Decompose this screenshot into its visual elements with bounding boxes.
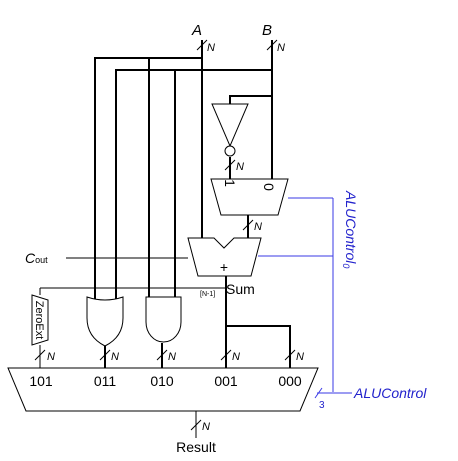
tick-b (266, 39, 278, 51)
width-sum-label: N (232, 351, 240, 363)
result-mux (7, 367, 319, 412)
inverter (211, 103, 249, 148)
inverter-bubble (224, 145, 236, 157)
width-a-label: N (207, 42, 215, 54)
result-mux-input-010: 010 (150, 373, 174, 389)
carry-out-label: Cout (25, 250, 48, 266)
width-and-label: N (168, 351, 176, 363)
tick-sum (220, 349, 232, 361)
width-inverter-label: N (236, 161, 244, 173)
tick-a (196, 39, 208, 51)
sum-label: Sum (226, 281, 255, 297)
result-mux-input-001: 001 (214, 373, 238, 389)
tick-mux-out (242, 219, 254, 231)
alu-control0-base: ALUControl (343, 190, 359, 264)
width-zeroext-label: N (47, 351, 55, 363)
control-width-label: 3 (319, 400, 325, 411)
tick-control (314, 387, 323, 399)
adder (187, 237, 262, 277)
width-or-label: N (111, 351, 119, 363)
tick-and (156, 349, 168, 361)
width-sum-msb-label: N (296, 351, 304, 363)
width-b-label: N (277, 42, 285, 54)
tick-result (190, 419, 202, 431)
input-b-label: B (262, 22, 272, 39)
mux2-input-1-label: 1 (222, 179, 238, 187)
adder-plus-label: + (220, 259, 228, 275)
result-mux-input-011: 011 (94, 373, 117, 389)
result-mux-input-101: 101 (29, 373, 53, 389)
zero-ext-block (31, 294, 49, 346)
tick-zeroext (34, 349, 46, 361)
bus-ticks (34, 39, 323, 431)
mux2 (210, 178, 289, 216)
width-mux-label: N (254, 221, 262, 233)
tick-inverter (224, 159, 236, 171)
msb-index-label: [N-1] (200, 291, 215, 298)
alu-control0-label: ALUControl0 (341, 190, 359, 268)
mux2-input-0-label: 0 (261, 183, 277, 191)
alu-control-label: ALUControl (353, 385, 427, 401)
alu-control0-sub: 0 (341, 263, 351, 268)
zero-ext-label: ZeroExt (33, 301, 45, 340)
control-wires (258, 197, 352, 394)
or-gate (86, 296, 124, 347)
result-label: Result (176, 439, 216, 455)
tick-sum-msb (284, 349, 296, 361)
and-gate (145, 296, 182, 343)
result-mux-input-000: 000 (278, 373, 302, 389)
carry-out-sub: out (35, 255, 48, 265)
carry-out-c: C (25, 250, 36, 266)
wires (39, 40, 291, 438)
input-a-label: A (191, 22, 202, 39)
tick-or (99, 349, 111, 361)
width-result-label: N (202, 421, 210, 433)
